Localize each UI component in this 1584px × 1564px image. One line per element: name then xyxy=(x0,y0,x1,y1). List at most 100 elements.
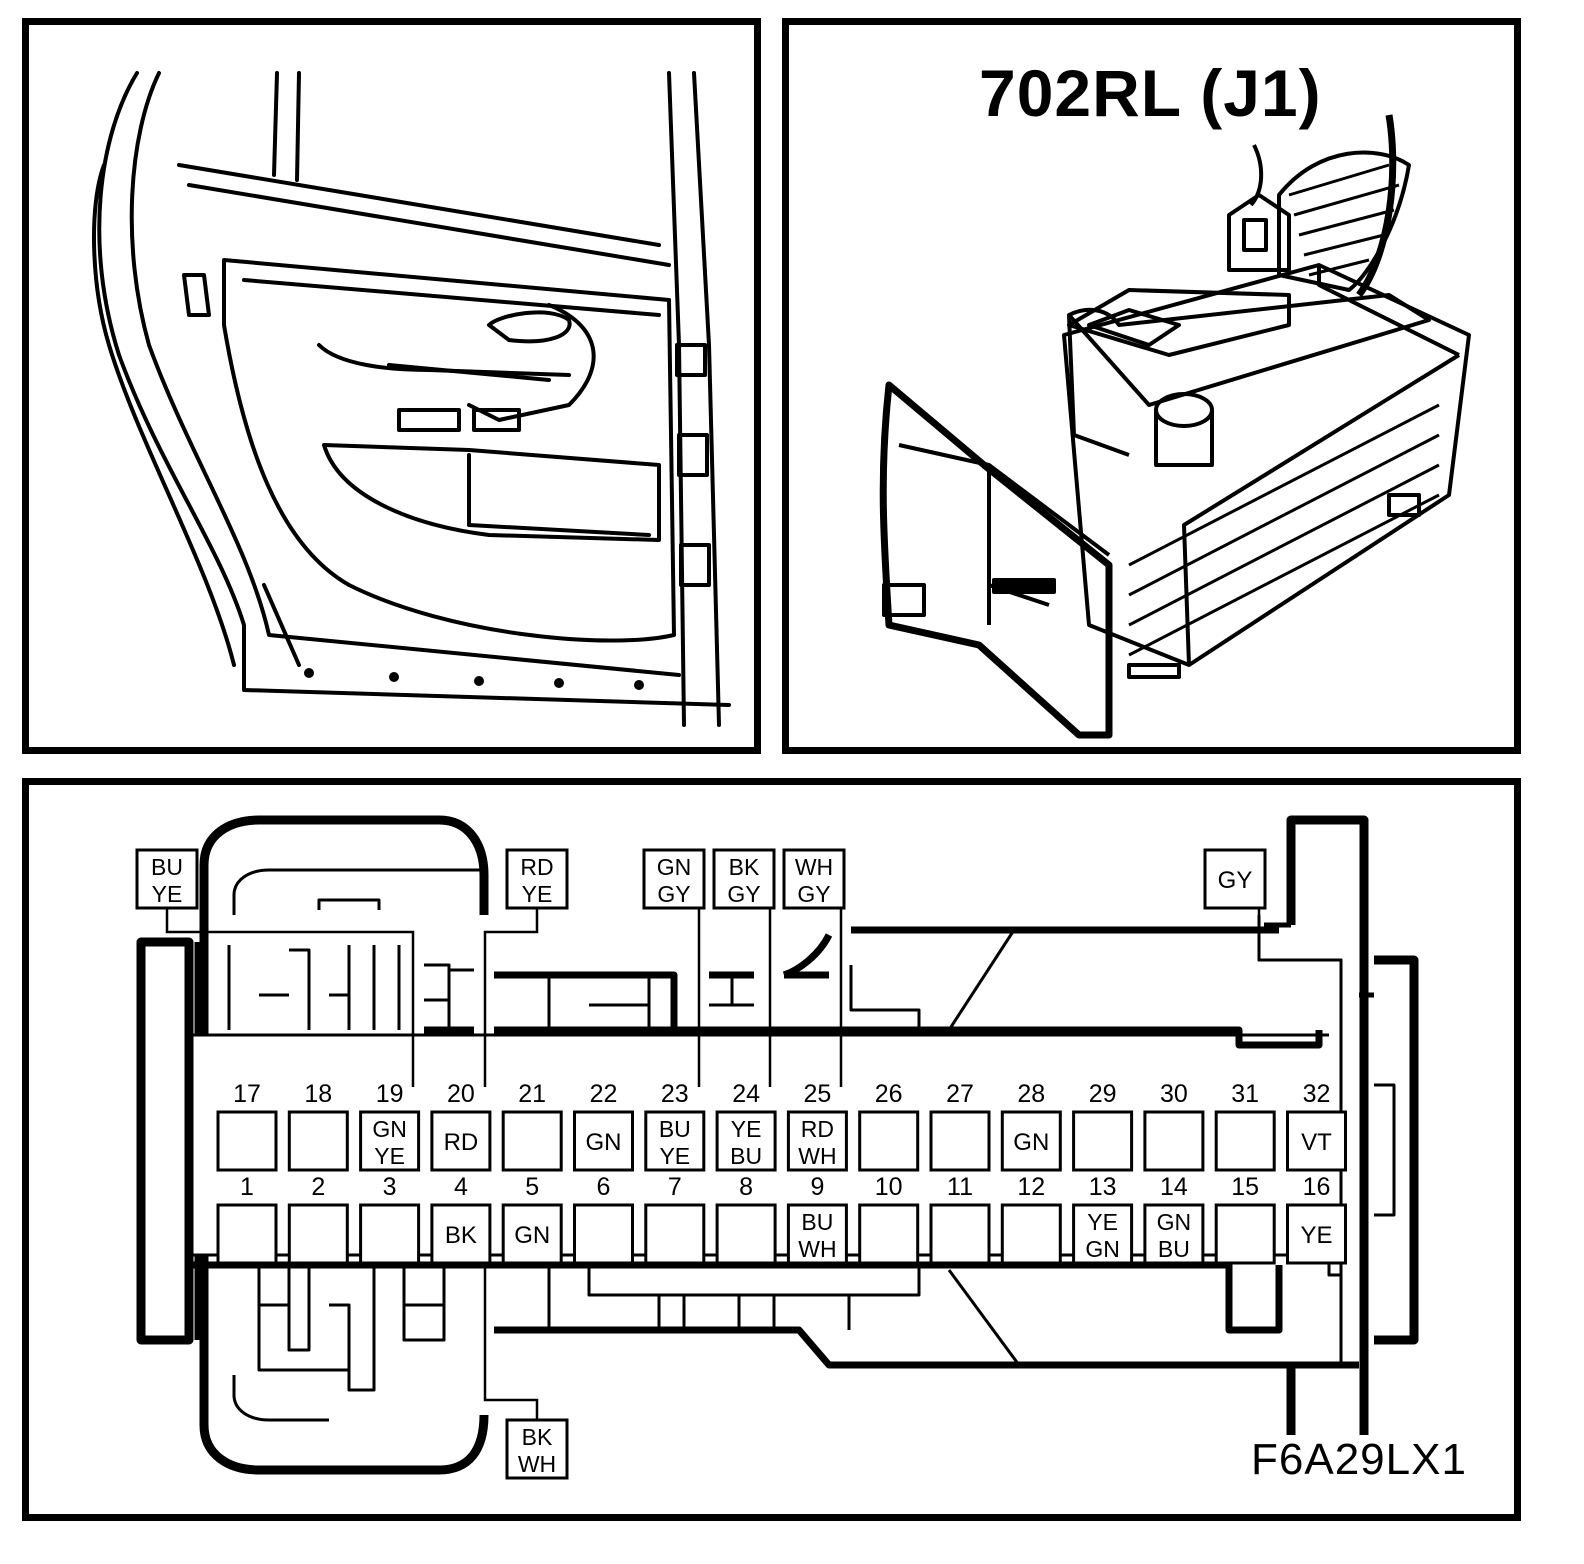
pin-cavity-20 xyxy=(430,1110,492,1172)
pin-number: 25 xyxy=(803,1080,831,1108)
pin-cavity-11 xyxy=(929,1203,991,1265)
pin-cavity-1 xyxy=(216,1203,278,1265)
wire-color-label: WH xyxy=(798,1143,836,1169)
pin-cavity-19 xyxy=(359,1110,421,1172)
pin-number: 18 xyxy=(304,1080,332,1108)
wire-color-label: BU xyxy=(1158,1236,1190,1262)
callout-label: GN xyxy=(657,854,692,880)
pin-cavity-18 xyxy=(287,1110,349,1172)
callout-label: GY xyxy=(657,881,690,907)
callout-label: RD xyxy=(520,854,553,880)
pin-cavity-25 xyxy=(786,1110,848,1172)
door-location-panel xyxy=(22,18,761,754)
pin-cavity-16 xyxy=(1286,1203,1347,1265)
pin-number: 21 xyxy=(518,1080,546,1108)
wire-color-label: YE xyxy=(731,1116,762,1142)
pin-cavity-23 xyxy=(644,1110,706,1172)
pin-number: 10 xyxy=(875,1173,903,1201)
wire-color-label: GN xyxy=(586,1129,622,1156)
callout-label: GY xyxy=(1218,867,1253,894)
pin-cavity-24 xyxy=(715,1110,777,1172)
pin-cavity-8 xyxy=(715,1203,777,1265)
pin-cavity-32 xyxy=(1286,1110,1347,1172)
wire-color-label: RD xyxy=(444,1129,479,1156)
pin-cavity-15 xyxy=(1214,1203,1276,1265)
pin-number: 2 xyxy=(311,1173,325,1201)
wire-color-label: BK xyxy=(445,1222,477,1249)
callout-label: BU xyxy=(151,854,183,880)
callout-label: YE xyxy=(152,881,183,907)
pin-cavity-29 xyxy=(1072,1110,1134,1172)
callout-box-bk-wh xyxy=(505,1418,569,1480)
callout-box-gy xyxy=(1203,848,1267,910)
wire-color-label: GN xyxy=(1085,1236,1120,1262)
wire-color-label: GN xyxy=(1013,1129,1049,1156)
wire-color-label: RD xyxy=(801,1116,834,1142)
wire-color-label: YE xyxy=(374,1143,405,1169)
pin-cavity-4 xyxy=(430,1203,492,1265)
callout-label: GY xyxy=(797,881,830,907)
pin-cavity-3 xyxy=(359,1203,421,1265)
pin-number: 23 xyxy=(661,1080,689,1108)
pin-cavity-28 xyxy=(1000,1110,1062,1172)
pin-cavity-7 xyxy=(644,1203,706,1265)
door-illustration xyxy=(92,71,731,727)
pin-number: 12 xyxy=(1017,1173,1045,1201)
figure-code: F6A29LX1 xyxy=(1251,1435,1467,1484)
pin-cavity-17 xyxy=(216,1110,278,1172)
pin-number: 4 xyxy=(454,1173,468,1201)
wire-color-label: YE xyxy=(1300,1222,1332,1249)
callout-box-bu-ye xyxy=(135,848,199,910)
connector-view-panel: 702RL (J1) xyxy=(782,18,1521,754)
callout-label: BK xyxy=(729,854,760,880)
pin-cavity-21 xyxy=(501,1110,563,1172)
callout-box-gn-gy xyxy=(642,848,706,910)
pin-cavity-30 xyxy=(1143,1110,1205,1172)
callout-label: WH xyxy=(518,1451,556,1477)
pin-cavity-14 xyxy=(1143,1203,1205,1265)
pin-number: 17 xyxy=(233,1080,261,1108)
pin-cavity-10 xyxy=(858,1203,920,1265)
pin-number: 32 xyxy=(1303,1080,1331,1108)
leader-line xyxy=(165,908,415,1087)
pin-cavity-31 xyxy=(1214,1110,1276,1172)
wire-color-label: BU xyxy=(801,1209,833,1235)
connector-title: 702RL (J1) xyxy=(979,56,1322,130)
pin-number: 29 xyxy=(1089,1080,1117,1108)
pin-number: 6 xyxy=(597,1173,611,1201)
callout-label: YE xyxy=(522,881,553,907)
wire-color-label: GN xyxy=(1157,1209,1192,1235)
pin-number: 13 xyxy=(1089,1173,1117,1201)
pin-number: 16 xyxy=(1303,1173,1331,1201)
leader-line xyxy=(483,908,539,1087)
wire-color-label: BU xyxy=(659,1116,691,1142)
pin-number: 11 xyxy=(947,1173,973,1201)
callout-box-wh-gy xyxy=(782,848,846,910)
leader-line xyxy=(1257,908,1343,1087)
pin-number: 31 xyxy=(1231,1080,1259,1108)
connector-illustration xyxy=(879,114,1471,739)
pin-number: 8 xyxy=(739,1173,753,1201)
callout-box-rd-ye xyxy=(505,848,569,910)
pin-cavity-5 xyxy=(501,1203,563,1265)
pin-number: 19 xyxy=(376,1080,404,1108)
pin-cavity-13 xyxy=(1072,1203,1134,1265)
pin-number: 9 xyxy=(810,1173,824,1201)
wire-color-label: GN xyxy=(514,1222,550,1249)
pin-number: 1 xyxy=(240,1173,254,1201)
pin-number: 3 xyxy=(383,1173,397,1201)
pin-number: 7 xyxy=(668,1173,682,1201)
pin-number: 28 xyxy=(1017,1080,1045,1108)
pin-cavity-26 xyxy=(858,1110,920,1172)
wire-color-label: GN xyxy=(372,1116,407,1142)
wire-color-label: WH xyxy=(798,1236,836,1262)
pin-cavity-2 xyxy=(287,1203,349,1265)
wire-color-label: YE xyxy=(1087,1209,1118,1235)
pin-number: 26 xyxy=(875,1080,903,1108)
pin-cavity-6 xyxy=(573,1203,634,1265)
callout-label: GY xyxy=(727,881,760,907)
pin-number: 20 xyxy=(447,1080,475,1108)
leader-line xyxy=(483,1263,539,1420)
callout-label: WH xyxy=(795,854,833,880)
